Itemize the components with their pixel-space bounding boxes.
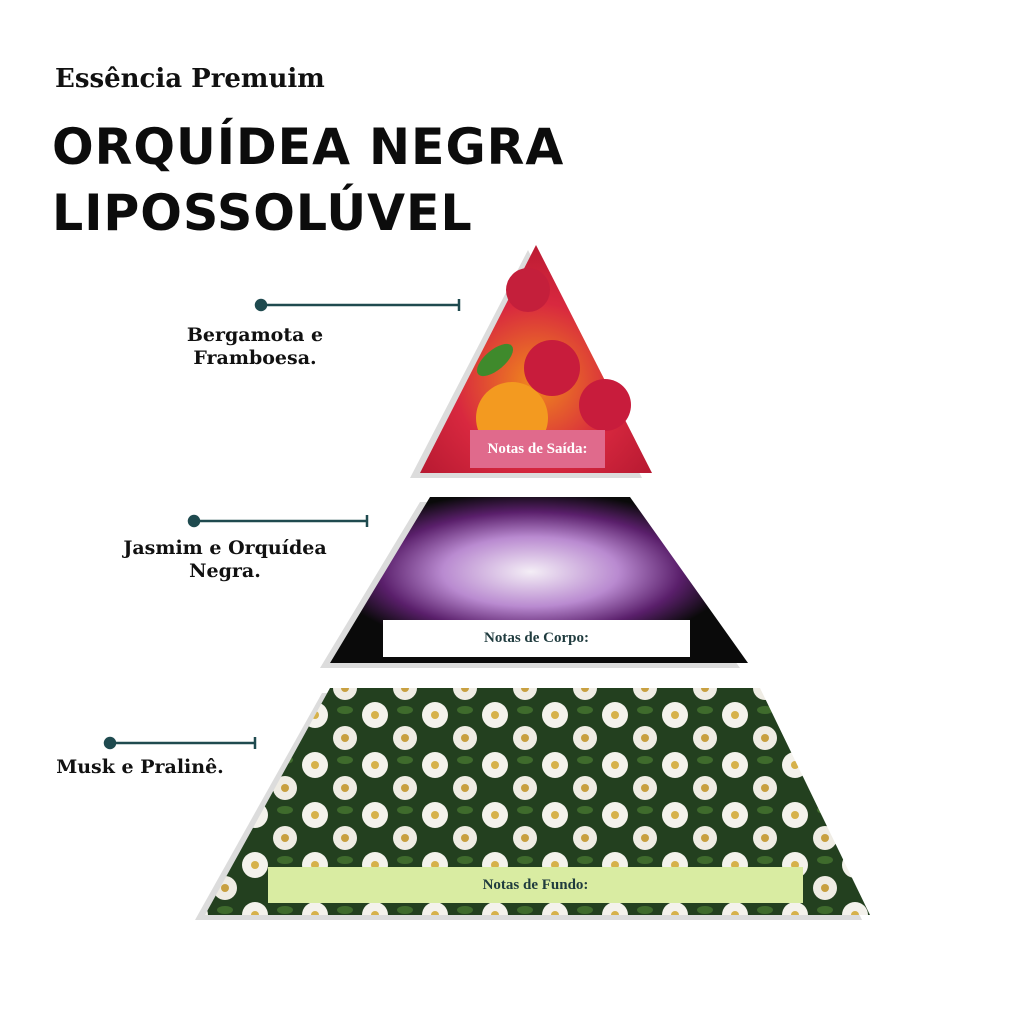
bottom-tier-image [205, 688, 870, 915]
bottom-notes: Musk e Pralinê. [40, 756, 240, 779]
bottom-notes-line1: Musk e Pralinê. [56, 756, 224, 778]
product-title-line2: LIPOSSOLÚVEL [52, 184, 473, 242]
leaf-shape [476, 343, 514, 377]
middle-notes-line1: Jasmim e Orquídea [123, 537, 327, 559]
top-notes-label: Notas de Saída: [470, 430, 605, 468]
top-notes-line1: Bergamota e [186, 324, 324, 346]
middle-notes-label: Notas de Corpo: [383, 620, 690, 657]
raspberry-shape [579, 379, 631, 431]
connectors [103, 298, 461, 750]
product-title-line1: ORQUÍDEA NEGRA [52, 118, 565, 176]
subtitle: Essência Premuim [55, 64, 325, 94]
raspberry-shape [506, 268, 550, 312]
top-notes: Bergamota e Framboesa. [160, 324, 350, 370]
raspberry-shape [524, 340, 580, 396]
middle-notes: Jasmim e Orquídea Negra. [100, 537, 350, 583]
middle-notes-line2: Negra. [189, 560, 261, 582]
top-notes-line2: Framboesa. [193, 347, 317, 369]
bottom-notes-label: Notas de Fundo: [268, 867, 803, 903]
